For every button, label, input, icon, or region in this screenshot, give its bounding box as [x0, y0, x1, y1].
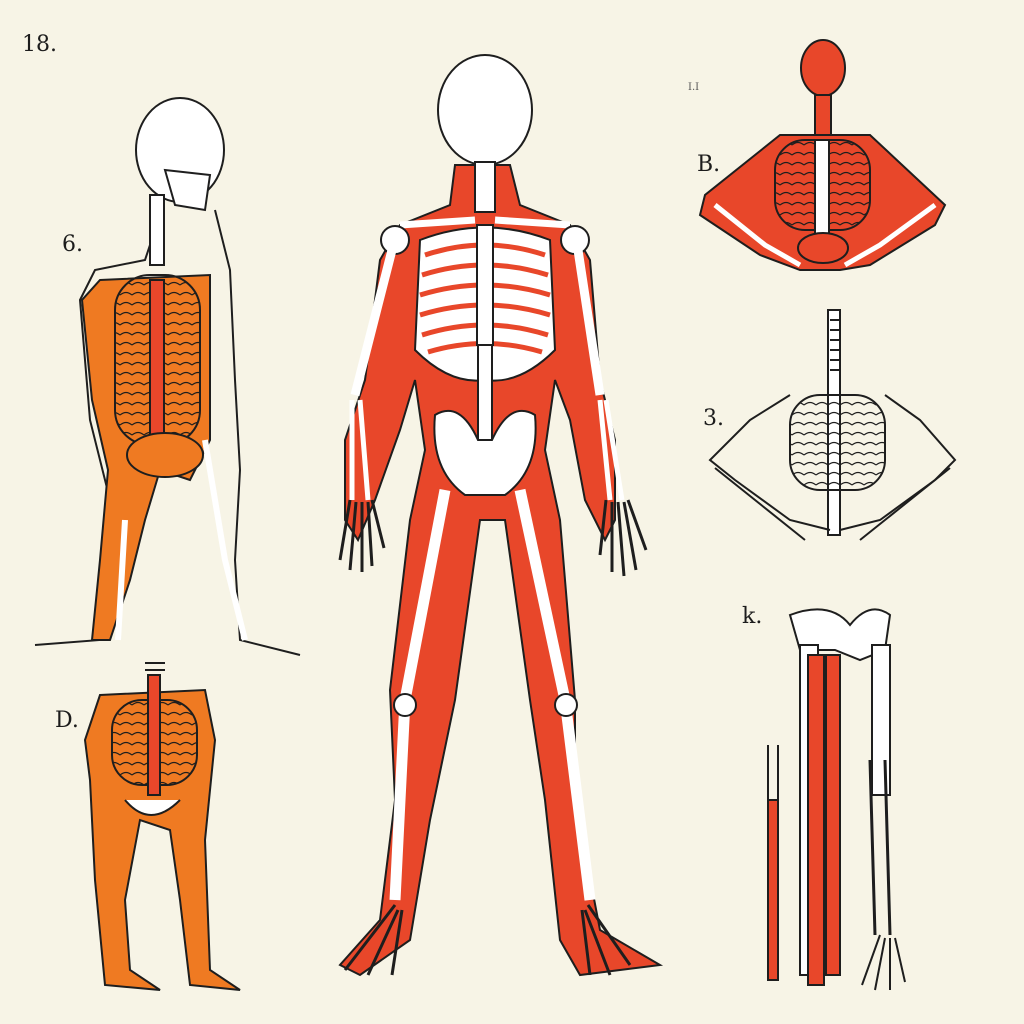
central-spine — [477, 344, 493, 441]
central-pelvis — [433, 410, 537, 496]
bottom-right-red-bone-c — [767, 799, 779, 981]
label-bottom-left: D. — [55, 708, 79, 733]
label-mid-right: 3. — [703, 406, 724, 431]
mid-right-arms — [708, 394, 957, 531]
label-bottom-right: k. — [742, 604, 763, 629]
central-skull — [437, 54, 533, 166]
bottom-right-red-bone-b — [825, 654, 841, 976]
top-right-skeleton — [698, 39, 947, 271]
bottom-right-foot — [861, 934, 906, 991]
bottom-right-lower-leg — [868, 759, 892, 936]
bottom-right-skeleton — [767, 608, 906, 991]
bottom-right-red-bone-a — [807, 654, 825, 986]
central-right-foot — [580, 904, 632, 976]
label-left-figure: 6. — [62, 232, 83, 257]
central-neck — [474, 161, 496, 213]
plate-number: 18. — [22, 32, 57, 57]
central-skeleton — [338, 54, 664, 977]
label-top-right: B. — [697, 152, 721, 177]
bottom-right-right-femur — [871, 644, 891, 796]
mid-right-ribcage — [789, 394, 886, 491]
central-sternum — [476, 224, 494, 346]
label-tiny-mark: I.I — [688, 82, 700, 93]
central-left-foot — [343, 904, 404, 976]
left-skeleton — [34, 97, 301, 656]
top-right-skull — [800, 39, 846, 97]
central-left-hand — [338, 499, 386, 572]
bottom-left-skeleton — [83, 662, 241, 991]
central-right-hand — [598, 499, 648, 577]
mid-right-skeleton — [708, 309, 957, 541]
